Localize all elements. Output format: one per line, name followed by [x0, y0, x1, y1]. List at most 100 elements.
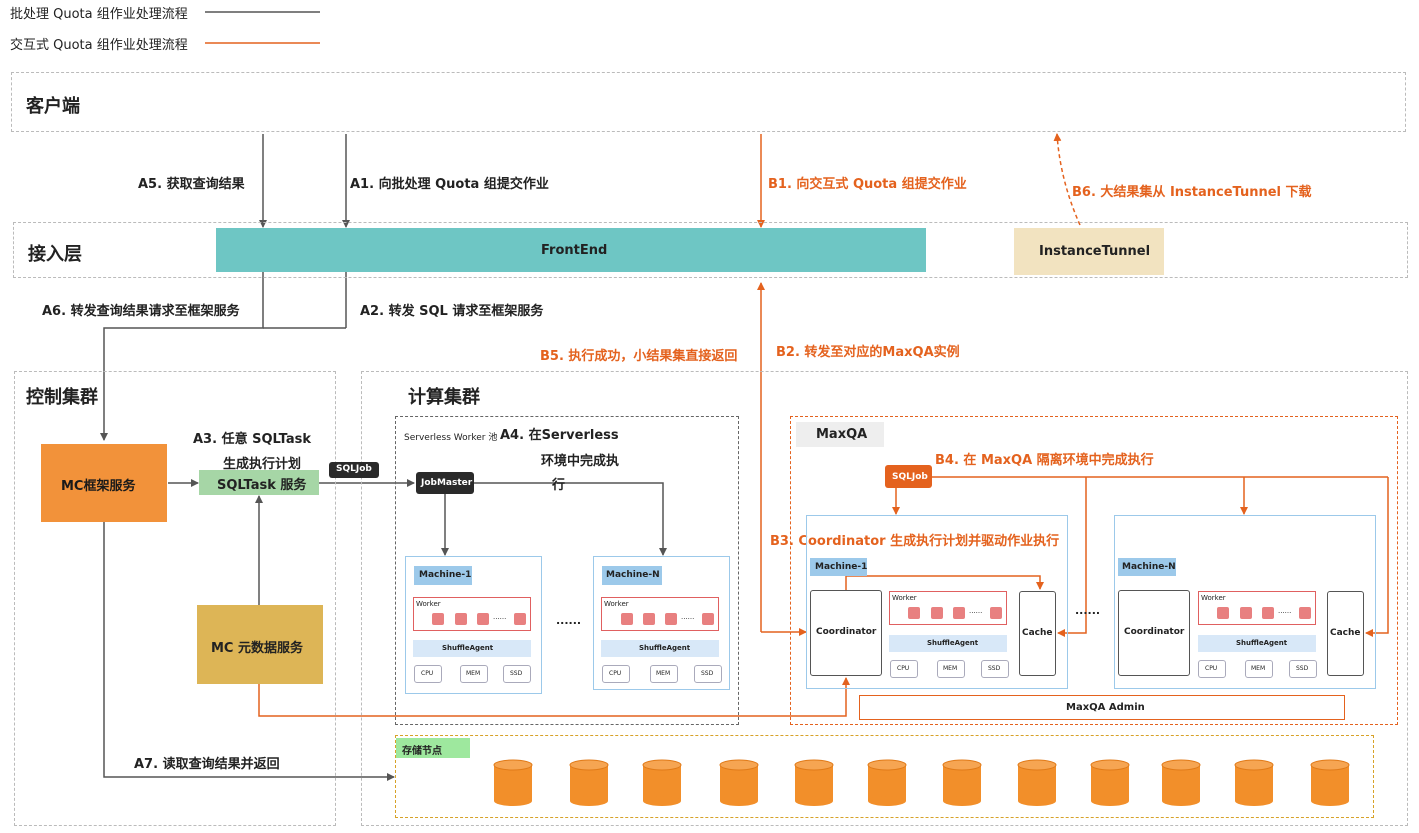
ssd-label: SSD — [510, 670, 523, 677]
frontend-label: FrontEnd — [541, 243, 608, 258]
storage-tag — [396, 738, 470, 758]
step-b1: B1. 向交互式 Quota 组提交作业 — [768, 177, 967, 192]
serverless-machine-1-tag — [414, 566, 472, 585]
mem-chip — [1245, 660, 1273, 678]
step-a4-line2: 环境中完成执 — [541, 454, 620, 469]
maxqa-shuffle-1-label: ShuffleAgent — [927, 639, 979, 647]
maxqa-sqljob-box — [885, 465, 932, 488]
cpu-chip — [602, 665, 630, 683]
mc-meta-label: MC 元数据服务 — [211, 641, 304, 656]
mem-label: MEM — [466, 670, 481, 677]
worker-cell-dots: ...... — [493, 613, 507, 621]
cpu-label: CPU — [609, 670, 622, 677]
step-a1: A1. 向批处理 Quota 组提交作业 — [350, 177, 549, 192]
step-a5: A5. 获取查询结果 — [138, 177, 245, 192]
arrow-a7 — [103, 522, 395, 781]
access-layer — [13, 222, 1408, 278]
maxqa-shuffle-1 — [889, 635, 1007, 652]
worker-cell — [514, 613, 526, 625]
legend-batch-label: 批处理 Quota 组作业处理流程 — [10, 7, 188, 22]
step-b3: B3. Coordinator 生成执行计划并驱动作业执行 — [770, 534, 1060, 549]
instance-tunnel-box — [1014, 228, 1164, 275]
worker-cell — [1262, 607, 1274, 619]
cache-1-label: Cache — [1022, 628, 1053, 638]
serverless-shuffle-n-label: ShuffleAgent — [639, 644, 691, 652]
coordinator-1-label: Coordinator — [816, 627, 877, 637]
step-b4: B4. 在 MaxQA 隔离环境中完成执行 — [935, 453, 1154, 468]
worker-cell — [931, 607, 943, 619]
worker-cell — [908, 607, 920, 619]
worker-cell — [621, 613, 633, 625]
step-b5: B5. 执行成功，小结果集直接返回 — [540, 349, 738, 364]
maxqa-tag — [796, 422, 884, 447]
disk-icon — [942, 759, 982, 806]
arrow-coord-to-cache — [845, 575, 1044, 590]
maxqa-machine-1-tag — [810, 558, 867, 576]
step-a3-line2: 生成执行计划 — [223, 457, 302, 472]
serverless-worker-n — [601, 597, 719, 631]
serverless-worker-n-label: Worker — [604, 600, 629, 608]
sqljob-tag — [329, 462, 379, 478]
arrow-meta-to-coordinator — [258, 677, 850, 717]
disk-icon — [719, 759, 759, 806]
mem-label: MEM — [1251, 665, 1266, 672]
sqltask-box — [199, 470, 319, 495]
mem-chip — [937, 660, 965, 678]
step-a6: A6. 转发查询结果请求至框架服务 — [42, 304, 240, 319]
disk-icon — [1310, 759, 1350, 806]
coordinator-1-box — [810, 590, 882, 676]
arrow-b6 — [1053, 133, 1081, 226]
disk-icon — [569, 759, 609, 806]
ssd-label: SSD — [988, 665, 1001, 672]
maxqa-machine-n — [1114, 515, 1376, 689]
instance-tunnel-label: InstanceTunnel — [1039, 244, 1151, 259]
cpu-label: CPU — [421, 670, 434, 677]
client-layer-label: 客户端 — [26, 96, 80, 117]
storage-region — [395, 735, 1374, 818]
maxqa-machine-1-label: Machine-1 — [815, 562, 868, 572]
control-cluster — [14, 371, 336, 826]
jobmaster-label: JobMaster — [421, 478, 473, 488]
step-a2: A2. 转发 SQL 请求至框架服务 — [360, 304, 544, 319]
maxqa-machine-n-label: Machine-N — [1122, 562, 1176, 572]
sqltask-label: SQLTask 服务 — [217, 478, 307, 493]
disk-icon — [867, 759, 907, 806]
maxqa-admin-box — [859, 695, 1345, 720]
coordinator-n-box — [1118, 590, 1190, 676]
worker-cell — [990, 607, 1002, 619]
mem-chip — [650, 665, 678, 683]
worker-cell — [953, 607, 965, 619]
cpu-chip — [890, 660, 918, 678]
step-b2: B2. 转发至对应的MaxQA实例 — [776, 345, 960, 360]
access-layer-label: 接入层 — [28, 244, 82, 265]
mem-label: MEM — [656, 670, 671, 677]
maxqa-shuffle-n-label: ShuffleAgent — [1236, 639, 1288, 647]
mem-chip — [460, 665, 488, 683]
compute-cluster — [361, 371, 1408, 826]
mc-meta-box — [197, 605, 323, 684]
cpu-label: CPU — [1205, 665, 1218, 672]
step-b6: B6. 大结果集从 InstanceTunnel 下载 — [1072, 185, 1312, 200]
cpu-chip — [414, 665, 442, 683]
disk-icon — [1017, 759, 1057, 806]
worker-cell-dots: ...... — [969, 607, 983, 615]
serverless-worker-1 — [413, 597, 531, 631]
maxqa-region — [790, 416, 1398, 725]
worker-cell-dots: ...... — [681, 613, 695, 621]
worker-cell — [477, 613, 489, 625]
serverless-shuffle-1-label: ShuffleAgent — [442, 644, 494, 652]
coordinator-n-label: Coordinator — [1124, 627, 1185, 637]
ssd-label: SSD — [701, 670, 714, 677]
ssd-chip — [981, 660, 1009, 678]
maxqa-worker-n-label: Worker — [1201, 594, 1226, 602]
worker-cell — [1240, 607, 1252, 619]
disk-icon — [794, 759, 834, 806]
mc-framework-box — [41, 444, 167, 522]
ssd-chip — [503, 665, 531, 683]
storage-label: 存储节点 — [402, 746, 442, 757]
worker-cell — [1299, 607, 1311, 619]
serverless-machine-n-label: Machine-N — [606, 570, 660, 580]
maxqa-machine-n-tag — [1118, 558, 1176, 576]
disk-icon — [642, 759, 682, 806]
